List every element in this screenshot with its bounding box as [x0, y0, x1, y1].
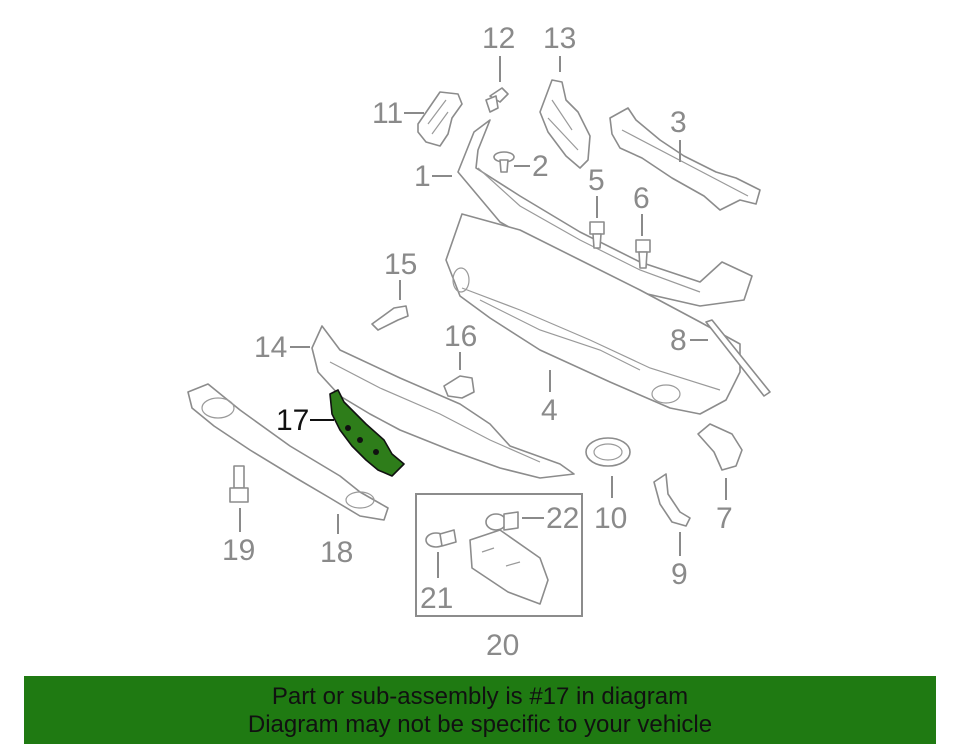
part-3: [609, 107, 761, 211]
part-12: [485, 87, 509, 113]
callout-9: 9: [671, 558, 688, 591]
part-2: [493, 151, 515, 173]
part-9: [653, 473, 691, 527]
part-5: [589, 221, 605, 249]
callout-18: 18: [320, 536, 353, 569]
part-6: [635, 239, 651, 269]
callout-20: 20: [486, 629, 519, 662]
part-22: [485, 511, 519, 531]
part-17-highlighted: [329, 389, 405, 477]
callout-14: 14: [254, 331, 287, 364]
part-10: [585, 437, 631, 467]
callout-10: 10: [594, 502, 627, 535]
callout-12: 12: [482, 22, 515, 55]
callout-15: 15: [384, 248, 417, 281]
part-15: [371, 305, 409, 331]
callout-19: 19: [222, 534, 255, 567]
callout-7: 7: [716, 502, 733, 535]
part-4: [445, 213, 741, 415]
callout-13: 13: [543, 22, 576, 55]
callout-8: 8: [670, 324, 687, 357]
part-20-license-bracket: [469, 529, 549, 605]
callout-5: 5: [588, 164, 605, 197]
callout-3: 3: [670, 106, 687, 139]
callout-22: 22: [546, 502, 579, 535]
part-20-box: [415, 493, 583, 617]
info-banner: Part or sub-assembly is #17 in diagram D…: [24, 676, 936, 744]
callout-17: 17: [276, 404, 309, 437]
banner-line-1: Part or sub-assembly is #17 in diagram: [271, 683, 689, 710]
part-16: [443, 375, 475, 399]
part-13: [539, 79, 591, 169]
part-21: [425, 529, 457, 548]
callout-21: 21: [420, 582, 453, 615]
part-14: [311, 325, 575, 479]
callout-11: 11: [372, 97, 403, 130]
parts-diagram: 11 12 13 3 2 1 5 6 15 8 14 16 4 17 19 18…: [187, 22, 771, 662]
leader-lines: [239, 56, 727, 578]
callout-6: 6: [633, 182, 650, 215]
part-11: [417, 91, 463, 147]
callout-2: 2: [532, 150, 549, 183]
callout-1: 1: [414, 160, 431, 193]
banner-line-2: Diagram may not be specific to your vehi…: [247, 711, 713, 738]
part-19: [229, 465, 249, 503]
part-8: [705, 319, 771, 397]
callout-labels: 11 12 13 3 2 1 5 6 15 8 14 16 4 17 19 18…: [222, 22, 733, 662]
callout-4: 4: [541, 394, 558, 427]
callout-16: 16: [444, 320, 477, 353]
part-7: [697, 423, 743, 471]
part-18: [187, 383, 389, 521]
